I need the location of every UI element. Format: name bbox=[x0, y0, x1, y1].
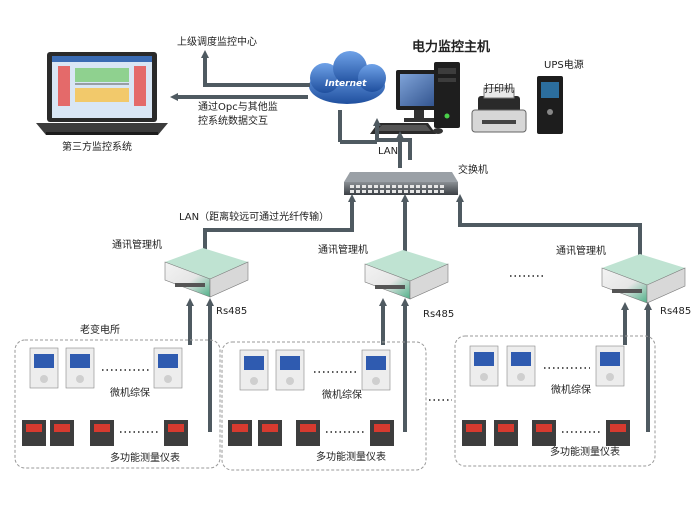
comm-manager-left-label: 通讯管理机 bbox=[112, 240, 162, 251]
printer-label: 打印机 bbox=[484, 84, 514, 95]
lan-fiber-label: LAN（距离较远可通过光纤传输） bbox=[179, 212, 330, 223]
rs485-left-label: Rs485 bbox=[216, 306, 248, 317]
meter-label-2: 多功能测量仪表 bbox=[316, 452, 386, 463]
monitor-icon bbox=[396, 70, 444, 122]
comm-manager-center-icon bbox=[364, 250, 449, 300]
keyboard-icon bbox=[370, 123, 443, 134]
internet-label: Internet bbox=[325, 79, 367, 89]
opc-label-line1: 通过Opc与其他监 bbox=[198, 102, 278, 113]
substation-boxes bbox=[14, 335, 656, 471]
relay-label-3: 微机综保 bbox=[551, 385, 591, 396]
upper-connectors bbox=[170, 50, 412, 160]
rs485-connectors bbox=[186, 298, 652, 432]
rs485-right-label: Rs485 bbox=[660, 306, 692, 317]
meter-label-1: 多功能测量仪表 bbox=[110, 453, 180, 464]
lan-label: LAN bbox=[378, 146, 399, 157]
comm-manager-left-icon bbox=[164, 248, 249, 298]
relay-label-2: 微机综保 bbox=[322, 390, 362, 401]
opc-label-line2: 控系统数据交互 bbox=[198, 116, 268, 127]
comm-manager-right-icon bbox=[601, 254, 686, 304]
third-party-label: 第三方监控系统 bbox=[62, 142, 132, 153]
pc-tower-icon bbox=[434, 62, 460, 128]
comm-manager-right-label: 通讯管理机 bbox=[556, 246, 606, 257]
internet-cloud-icon bbox=[309, 51, 386, 104]
switch-icon bbox=[344, 172, 458, 195]
rs485-center-label: Rs485 bbox=[423, 309, 455, 320]
ups-icon bbox=[537, 76, 563, 134]
relay-units bbox=[29, 345, 625, 391]
switch-label: 交换机 bbox=[458, 165, 488, 176]
meter-units bbox=[22, 420, 630, 446]
main-host-label: 电力监控主机 bbox=[412, 40, 491, 55]
printer-icon bbox=[471, 87, 527, 133]
ups-label: UPS电源 bbox=[544, 60, 584, 71]
lan-connectors bbox=[203, 194, 642, 262]
ellipsis-dots bbox=[102, 275, 602, 433]
old-substation-label: 老变电所 bbox=[80, 325, 120, 336]
upper-center-label: 上级调度监控中心 bbox=[177, 37, 257, 48]
laptop-icon bbox=[36, 52, 168, 135]
comm-manager-center-label: 通讯管理机 bbox=[318, 245, 368, 256]
meter-label-3: 多功能测量仪表 bbox=[550, 447, 620, 458]
relay-label-1: 微机综保 bbox=[110, 388, 150, 399]
